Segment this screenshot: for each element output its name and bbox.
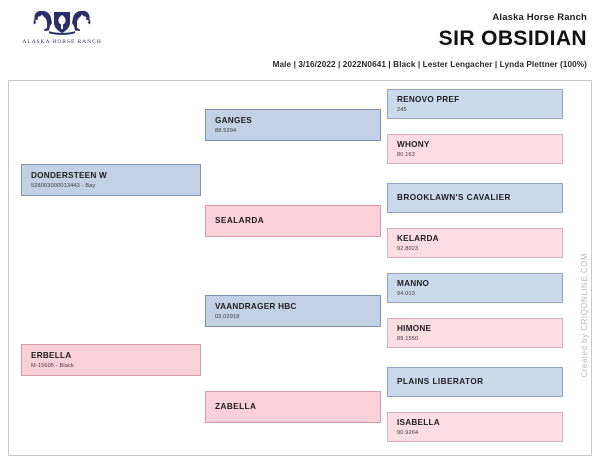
pedigree-node-g3-8[interactable]: ISABELLA 90.9264 — [387, 412, 563, 442]
page-title: SIR OBSIDIAN — [438, 27, 587, 50]
node-registration: 89.1550 — [397, 335, 419, 342]
node-name: GANGES — [215, 116, 252, 126]
node-name: VAANDRAGER HBC — [215, 302, 297, 312]
pedigree-node-dam[interactable]: ERBELLA M-15605 - Black — [21, 344, 201, 376]
pedigree-node-g3-2[interactable]: WHONY 80.163 — [387, 134, 563, 164]
pedigree-node-g3-4[interactable]: KELARDA 92.8023 — [387, 228, 563, 258]
node-name: ERBELLA — [31, 351, 72, 361]
pedigree-node-g3-5[interactable]: MANNO 94.013 — [387, 273, 563, 303]
pedigree-node-g3-6[interactable]: HIMONE 89.1550 — [387, 318, 563, 348]
pedigree-node-g3-7[interactable]: PLAINS LIBERATOR — [387, 367, 563, 397]
node-name: ZABELLA — [215, 402, 257, 412]
pedigree-node-sire-sire[interactable]: GANGES 88.5294 — [205, 109, 381, 141]
node-name: PLAINS LIBERATOR — [397, 377, 484, 387]
horse-details-line: Male | 3/16/2022 | 2022N0641 | Black | L… — [272, 60, 587, 69]
page-header: ALASKA HORSE RANCH Alaska Horse Ranch SI… — [0, 0, 600, 78]
node-name: DONDERSTEEN W — [31, 171, 108, 181]
logo-wordmark: ALASKA HORSE RANCH — [22, 39, 102, 45]
ranch-logo: ALASKA HORSE RANCH — [14, 6, 110, 58]
pedigree-node-dam-dam[interactable]: ZABELLA — [205, 391, 381, 423]
pedigree-node-g3-3[interactable]: BROOKLAWN'S CAVALIER — [387, 183, 563, 213]
node-name: ISABELLA — [397, 418, 440, 428]
pedigree-node-g3-1[interactable]: RENOVO PREF 245 — [387, 89, 563, 119]
node-name: RENOVO PREF — [397, 95, 460, 105]
node-name: BROOKLAWN'S CAVALIER — [397, 193, 511, 203]
node-registration: 02.02918 — [215, 313, 240, 320]
pedigree-node-sire[interactable]: DONDERSTEEN W 528003000013443 - Bay — [21, 164, 201, 196]
node-registration: 88.5294 — [215, 127, 237, 134]
node-name: MANNO — [397, 279, 430, 289]
node-registration: 80.163 — [397, 151, 416, 158]
ranch-name: Alaska Horse Ranch — [492, 12, 587, 23]
node-registration: 90.9264 — [397, 429, 419, 436]
node-name: SEALARDA — [215, 216, 265, 226]
node-registration: 94.013 — [397, 290, 416, 297]
node-registration: 528003000013443 - Bay — [31, 182, 96, 189]
horse-crest-icon — [33, 11, 91, 35]
pedigree-node-dam-sire[interactable]: VAANDRAGER HBC 02.02918 — [205, 295, 381, 327]
node-registration: 245 — [397, 106, 407, 113]
node-registration: M-15605 - Black — [31, 362, 74, 369]
node-name: KELARDA — [397, 234, 439, 244]
node-registration: 92.8023 — [397, 245, 419, 252]
pedigree-node-sire-dam[interactable]: SEALARDA — [205, 205, 381, 237]
node-name: HIMONE — [397, 324, 432, 334]
pedigree-chart: DONDERSTEEN W 528003000013443 - Bay ERBE… — [8, 80, 592, 456]
node-name: WHONY — [397, 140, 430, 150]
watermark-credit: Created by CRIQONLINE.COM — [580, 253, 589, 378]
